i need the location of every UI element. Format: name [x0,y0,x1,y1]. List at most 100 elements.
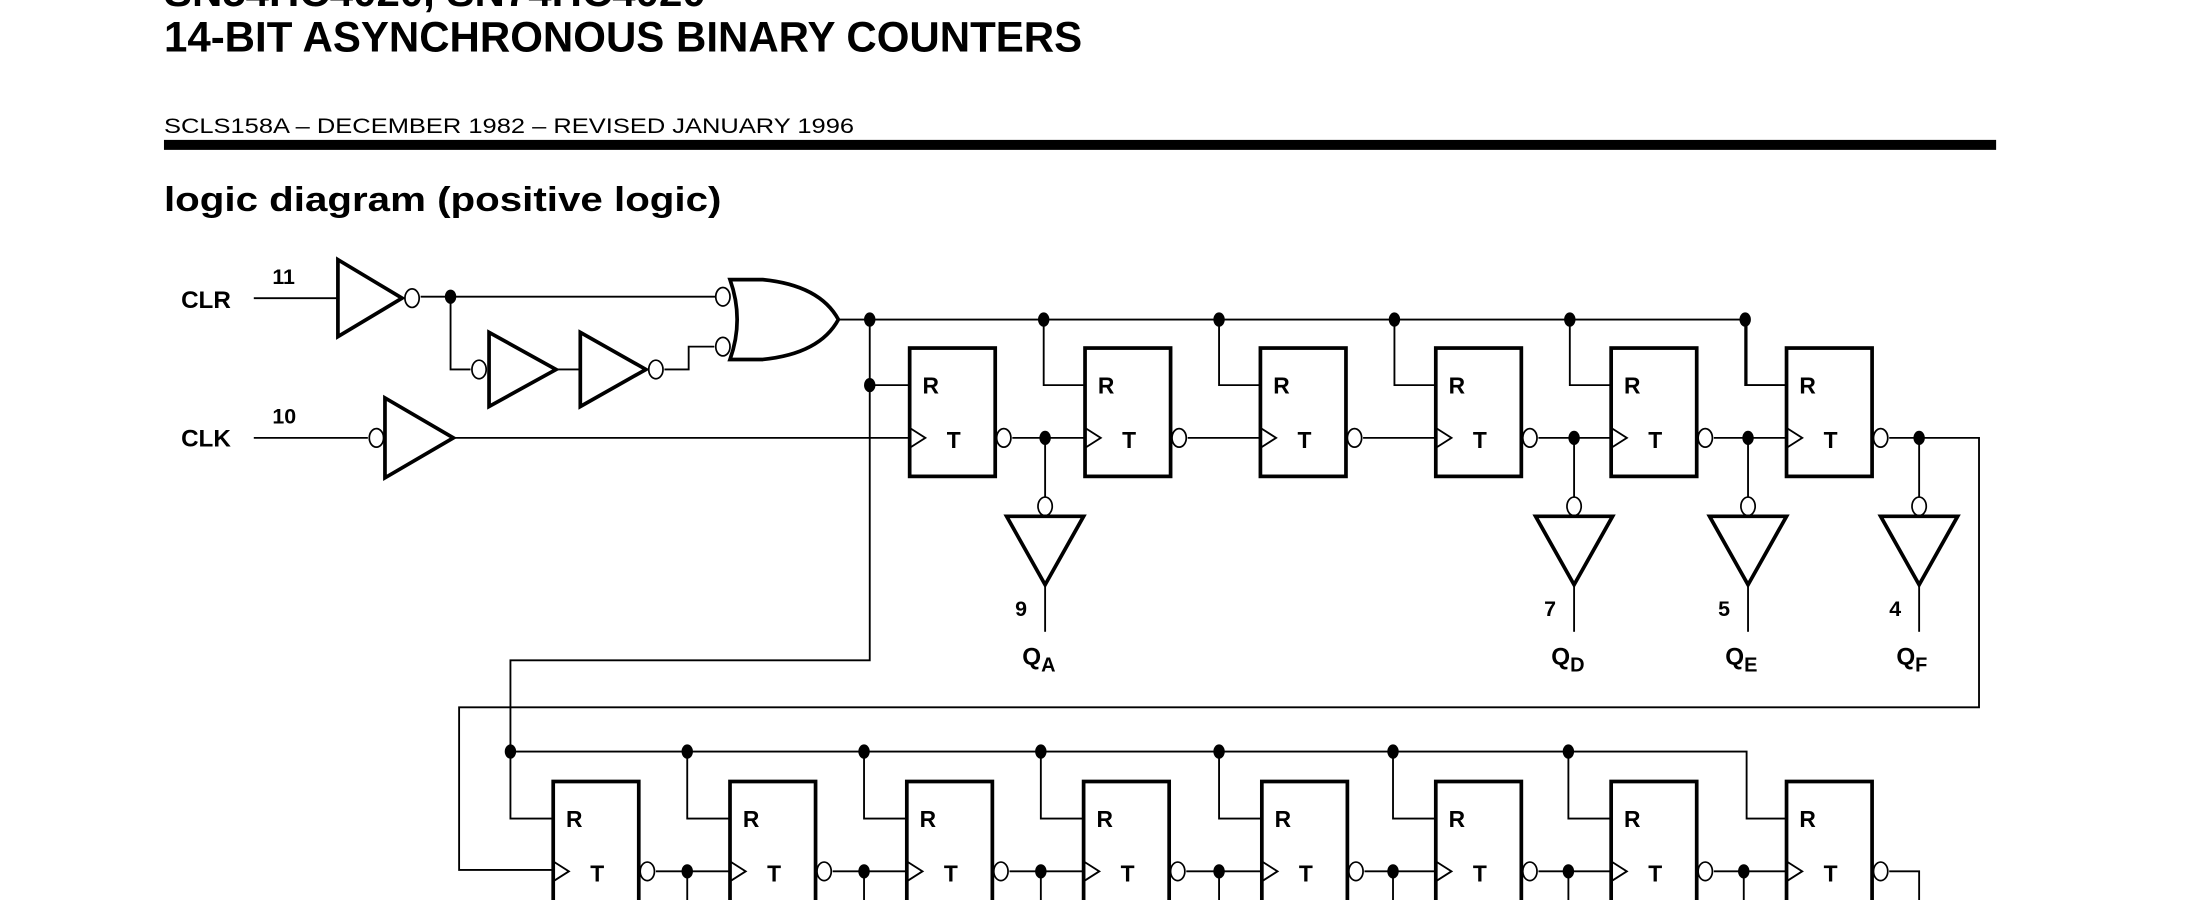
clock-edge-icon [1084,427,1103,449]
output-subscript: A [1041,655,1055,677]
reset-input-label: R [1273,373,1289,399]
junction-dot [1564,312,1576,327]
clock-input-label: T [1824,860,1838,886]
flipflop-box [551,779,641,900]
flipflop-stage-5: RT [1609,346,1699,479]
flipflop-box [1784,779,1874,900]
header-rule [163,139,1997,150]
output-pin-number: 7 [1544,597,1556,621]
inversion-bubble [368,427,385,449]
flipflop-box [1433,779,1524,900]
reset-wire [1568,319,1612,387]
reset-wire [1218,319,1261,387]
clock-input-label: T [1122,427,1136,453]
output-pin-number: 4 [1889,597,1901,621]
reset-wire [1218,751,1262,820]
clock-input-label: T [767,860,781,886]
reset-wire [1393,319,1436,387]
inversion-bubble [992,861,1009,882]
reset-bus-bottom [510,750,1787,820]
flipflop-stage-6: RT [1784,346,1874,479]
clock-input-label: T [1648,427,1662,453]
reset-wire [1567,751,1612,820]
reset-input-label: R [1624,806,1640,832]
junction-dot [1213,312,1225,327]
reset-input-label: R [920,806,936,832]
clr-pin-number: 11 [272,265,295,289]
flipflop-stage-9: RT [904,779,995,900]
clock-edge-icon [1261,860,1280,883]
output-pin-number: 5 [1718,597,1730,621]
flipflop-stage-12: RT [1433,779,1524,900]
inversion-bubble [639,861,656,882]
reset-wire [1039,751,1084,820]
reset-input-label: R [1449,806,1465,832]
or-gate [727,277,841,362]
reset-input-label: R [743,806,759,832]
clock-edge-icon [1083,860,1102,883]
clr-input-buffer [336,256,406,340]
inversion-bubble [647,359,664,380]
flipflop-box [1258,346,1348,479]
inversion-bubble [1521,427,1538,449]
clock-input-label: T [947,427,961,453]
output-tap-wire [1889,870,1921,900]
output-buffer [1532,514,1616,589]
flipflop-box [904,779,995,900]
clock-input-label: T [1824,427,1838,453]
clock-input-label: T [1473,427,1487,453]
clock-input-label: T [944,860,958,886]
inversion-bubble [714,286,731,307]
carry-to-bottom-row-wire [458,436,1980,871]
output-subscript: F [1915,655,1927,677]
output-label-qe: QE [1725,644,1757,677]
reset-wire [863,751,907,820]
clock-edge-icon [909,427,928,449]
clk-pin-number: 10 [272,405,296,429]
section-heading: logic diagram (positive logic) [164,181,721,219]
reset-input-label: R [1624,373,1640,399]
inversion-bubble [1169,861,1186,882]
inversion-bubble [1872,861,1889,882]
output-label-qd: QD [1551,644,1584,677]
clock-edge-icon [1610,427,1629,449]
output-buffer [1003,514,1087,589]
clock-edge-icon [1610,860,1629,883]
flipflop-box [1083,346,1173,479]
output-subscript: D [1570,655,1584,677]
clk-input-buffer [383,394,458,482]
junction-dot [1037,312,1050,327]
flipflop-stage-1: RT [907,346,998,479]
flipflop-stage-10: RT [1081,779,1172,900]
clock-edge-icon [1259,427,1278,449]
inversion-bubble [1911,496,1928,517]
flipflop-box [1784,346,1874,479]
output-name: Q [1551,644,1570,671]
flipflop-box [1081,779,1172,900]
clr-delay-branch-wire [449,296,471,371]
delay-buffer-1 [487,329,560,410]
part-numbers: SN54HC4020, SN74HC4020 [164,0,706,15]
output-pin-number: 9 [1015,597,1027,621]
flipflop-box [1259,779,1350,900]
flipflop-box [907,346,998,479]
flipflop-box [1609,779,1699,900]
document-title: 14-BIT ASYNCHRONOUS BINARY COUNTERS [164,13,1082,61]
output-subscript: E [1744,655,1757,677]
clock-input-label: T [1299,860,1313,886]
reset-input-label: R [1799,373,1815,399]
inversion-bubble [1697,427,1714,449]
inversion-bubble [995,427,1012,449]
flipflop-stage-4: RT [1433,346,1524,479]
inversion-bubble [471,359,488,380]
inversion-bubble [1697,861,1714,882]
reset-bus-to-bottom-row [509,319,871,752]
clock-input-label: T [1121,860,1135,886]
clock-edge-icon [1435,427,1454,449]
inversion-bubble [1521,861,1538,882]
clock-input-label: T [1297,427,1311,453]
inversion-bubble [816,861,833,882]
junction-dot [864,312,876,327]
